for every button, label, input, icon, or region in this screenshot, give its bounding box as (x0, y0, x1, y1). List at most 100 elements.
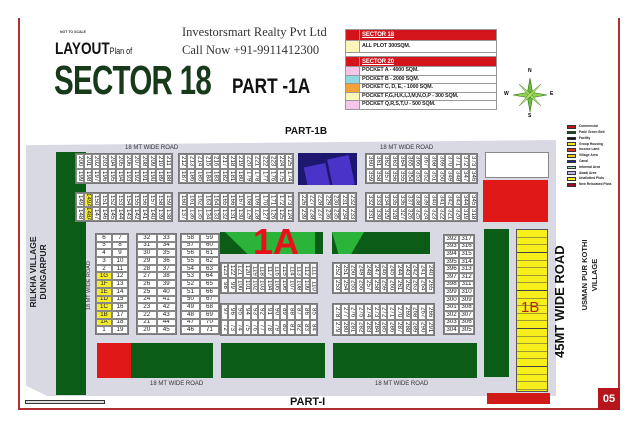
plot-257[interactable]: 257 (364, 278, 372, 293)
plot-156[interactable]: 156 (140, 193, 148, 207)
plot-301[interactable]: 301 (444, 303, 459, 312)
plot-209[interactable]: 209 (148, 154, 156, 169)
plot-330[interactable]: 330 (373, 207, 382, 221)
plot-122[interactable]: 122 (228, 263, 236, 278)
plot-36[interactable]: 36 (156, 257, 176, 265)
plot-117[interactable]: 117 (265, 263, 273, 278)
plot-101[interactable]: 101 (243, 278, 251, 293)
plot-215[interactable]: 215 (203, 154, 212, 169)
plot-316[interactable]: 316 (459, 242, 474, 251)
plot-370[interactable]: 370 (445, 154, 454, 169)
plot-28[interactable]: 28 (137, 264, 157, 273)
plot-255[interactable]: 255 (348, 278, 357, 293)
plot-8[interactable]: 8 (112, 241, 128, 250)
plot-124[interactable]: 124 (284, 207, 293, 221)
plot-182[interactable]: 182 (219, 168, 228, 183)
plot-10[interactable]: 10 (112, 257, 128, 265)
plot-153[interactable]: 153 (116, 193, 124, 207)
plot-223[interactable]: 223 (268, 154, 277, 169)
plot-133[interactable]: 133 (211, 207, 220, 221)
plot-116[interactable]: 116 (272, 263, 281, 278)
plot-14[interactable]: 14 (112, 287, 128, 296)
plot-139[interactable]: 139 (156, 207, 164, 221)
plot-243[interactable]: 243 (402, 263, 411, 278)
plot-337[interactable]: 337 (405, 193, 414, 207)
plot-346[interactable]: 346 (469, 168, 477, 183)
plot-79[interactable]: 79 (272, 319, 281, 335)
plot-327[interactable]: 327 (397, 207, 406, 221)
plot-88[interactable]: 88 (287, 304, 295, 320)
plot-1A[interactable]: 1A (96, 318, 112, 327)
plot-260[interactable]: 260 (387, 278, 396, 293)
plot-228[interactable]: 228 (315, 193, 324, 207)
plot-282[interactable]: 282 (356, 319, 365, 335)
plot-80[interactable]: 80 (280, 319, 288, 335)
plot-309[interactable]: 309 (459, 295, 474, 304)
plot-46[interactable]: 46 (181, 326, 200, 334)
plot-308[interactable]: 308 (459, 303, 474, 312)
plot-85[interactable]: 85 (309, 304, 317, 320)
plot-331[interactable]: 331 (366, 207, 374, 221)
plot-206[interactable]: 206 (124, 154, 132, 169)
plot-131[interactable]: 131 (227, 207, 236, 221)
plot-287[interactable]: 287 (395, 319, 403, 335)
plot-283[interactable]: 283 (364, 319, 372, 335)
plot-249[interactable]: 249 (356, 263, 365, 278)
plot-81[interactable]: 81 (287, 319, 295, 335)
plot-322[interactable]: 322 (437, 207, 446, 221)
plot-306[interactable]: 306 (459, 318, 474, 327)
plot-102[interactable]: 102 (250, 278, 258, 293)
plot-183[interactable]: 183 (211, 168, 220, 183)
plot-19[interactable]: 19 (112, 326, 128, 334)
plot-1C[interactable]: 1C (96, 303, 112, 311)
plot-307[interactable]: 307 (459, 311, 474, 319)
plot-132[interactable]: 132 (219, 207, 228, 221)
plot-42[interactable]: 42 (156, 303, 176, 311)
plot-250[interactable]: 250 (348, 263, 357, 278)
plot-328[interactable]: 328 (389, 207, 398, 221)
plot-339[interactable]: 339 (421, 193, 430, 207)
plot-56[interactable]: 56 (181, 249, 200, 258)
plot-303[interactable]: 303 (444, 318, 459, 327)
plot-359[interactable]: 359 (366, 168, 374, 183)
plot-187[interactable]: 187 (179, 168, 188, 183)
plot-354[interactable]: 354 (405, 168, 414, 183)
plot-1B[interactable]: 1B (96, 310, 112, 319)
plot-26[interactable]: 26 (137, 280, 157, 288)
plot-192[interactable]: 192 (132, 168, 140, 183)
plot-231[interactable]: 231 (339, 193, 348, 207)
plot-185[interactable]: 185 (195, 168, 204, 183)
plot-47[interactable]: 47 (181, 318, 200, 327)
plot-290[interactable]: 290 (418, 319, 427, 335)
plot-113[interactable]: 113 (294, 263, 303, 278)
plot-142[interactable]: 142 (132, 207, 140, 221)
plot-65[interactable]: 65 (200, 280, 219, 288)
plot-366[interactable]: 366 (413, 154, 422, 169)
plot-140[interactable]: 140 (148, 207, 156, 221)
plot-241[interactable]: 241 (418, 263, 427, 278)
plot-15[interactable]: 15 (112, 295, 128, 304)
plot-315[interactable]: 315 (459, 250, 474, 258)
plot-347[interactable]: 347 (461, 168, 470, 183)
plot-262[interactable]: 262 (402, 278, 411, 293)
plot-123[interactable]: 123 (221, 263, 229, 278)
plot-84[interactable]: 84 (309, 319, 317, 335)
plot-252[interactable]: 252 (333, 263, 341, 278)
plot-162[interactable]: 162 (195, 193, 204, 207)
plot-210[interactable]: 210 (156, 154, 164, 169)
plot-165[interactable]: 165 (219, 193, 228, 207)
plot-230[interactable]: 230 (331, 193, 340, 207)
plot-178[interactable]: 178 (252, 168, 261, 183)
plot-363[interactable]: 363 (389, 154, 398, 169)
plot-367[interactable]: 367 (421, 154, 430, 169)
plot-4[interactable]: 4 (96, 249, 112, 258)
plot-317[interactable]: 317 (459, 235, 474, 243)
plot-394[interactable]: 394 (444, 250, 459, 258)
plot-285[interactable]: 285 (379, 319, 388, 335)
plot-87[interactable]: 87 (294, 304, 303, 320)
plot-175[interactable]: 175 (276, 168, 285, 183)
plot-150[interactable]: 150 (92, 193, 100, 207)
plot-74[interactable]: 74 (235, 319, 244, 335)
plot-324[interactable]: 324 (421, 207, 430, 221)
plot-69[interactable]: 69 (200, 310, 219, 319)
